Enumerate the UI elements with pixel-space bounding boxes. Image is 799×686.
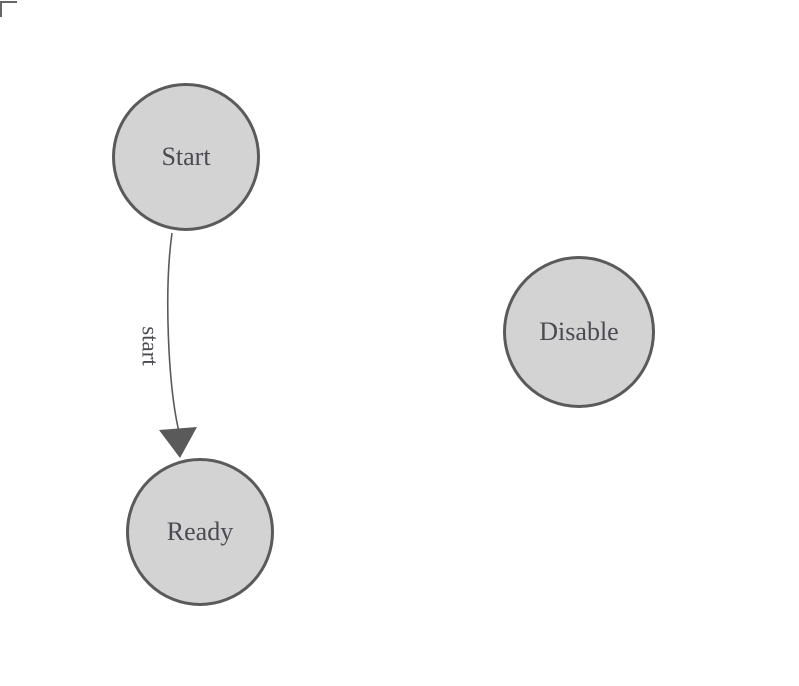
state-node-ready[interactable]: Ready (126, 458, 274, 606)
transition-edge-label[interactable]: start (137, 326, 163, 366)
state-node-start-label: Start (161, 142, 211, 171)
state-node-ready-label: Ready (166, 517, 234, 546)
edge-arrowhead-icon (159, 427, 197, 458)
canvas-origin-marker (0, 1, 17, 17)
state-node-start[interactable]: Start (112, 83, 260, 231)
state-node-disable[interactable]: Disable (503, 256, 655, 408)
state-node-disable-label: Disable (539, 317, 619, 346)
transition-edge-start-to-ready[interactable] (167, 232, 180, 433)
